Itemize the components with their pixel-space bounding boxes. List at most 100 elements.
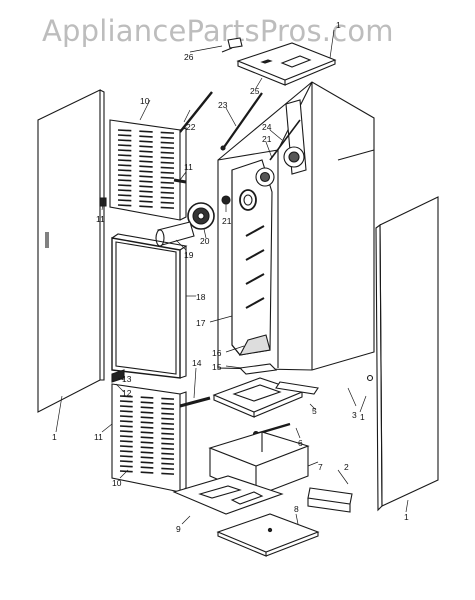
exchanger-slot (245, 225, 265, 237)
part-3-right-side-panel (375, 196, 439, 512)
callout-11-side: 11 (96, 214, 105, 224)
louver-slot (160, 191, 175, 194)
louver-slot (119, 420, 133, 423)
louver-slot (119, 460, 133, 463)
louver-slot (139, 135, 153, 138)
louver-slot (117, 149, 132, 152)
louver-slot (140, 401, 154, 404)
louver-slot (139, 130, 153, 133)
callout-1-left: 1 (52, 432, 57, 442)
callout-labels: 26 1 25 22 23 24 21 10 11 11 20 21 19 18… (52, 20, 409, 534)
louver-slot (160, 161, 175, 164)
callout-9: 9 (176, 524, 181, 534)
louver-slot (160, 206, 175, 209)
part-17-heat-exchanger (231, 159, 273, 356)
louver-slot (160, 166, 175, 169)
louver-slot (140, 396, 154, 399)
callout-8: 8 (294, 504, 299, 514)
louver-slot (119, 440, 133, 443)
callout-23: 23 (218, 100, 228, 110)
louver-slot (117, 184, 132, 187)
louver-slot (161, 412, 175, 415)
louver-slot (161, 407, 175, 410)
callout-7: 7 (318, 462, 323, 472)
part-19-burner-tube (155, 221, 195, 247)
callout-10-lower: 10 (112, 478, 122, 488)
louver-slot (139, 185, 153, 188)
callout-15: 15 (212, 362, 222, 372)
watermark: AppliancePartsPros.com (42, 14, 394, 48)
louver-slot (161, 462, 175, 465)
louver-slot (117, 179, 132, 182)
louver-slot (160, 156, 175, 159)
louver-slot (160, 176, 175, 179)
part-8-base-plate (216, 513, 320, 557)
exchanger-slot (245, 249, 265, 261)
part-24-flue-pipe (255, 99, 307, 187)
callout-14: 14 (192, 358, 202, 368)
louver-slot (140, 416, 154, 419)
louver-slot (140, 421, 154, 424)
callout-12: 12 (122, 388, 132, 398)
louver-slot (117, 204, 132, 207)
callout-3: 3 (352, 410, 357, 420)
exchanger-slot (245, 273, 265, 285)
part-10-upper-louver-panel (109, 119, 187, 221)
louver-slot (161, 447, 175, 450)
louver-slot (117, 199, 132, 202)
louver-slot (139, 190, 153, 193)
louver-slot (117, 189, 132, 192)
louver-slot (117, 174, 132, 177)
louver-slot (161, 427, 175, 430)
callout-10-upper: 10 (140, 96, 150, 106)
callout-21-upper: 21 (262, 134, 272, 144)
louver-slot (140, 456, 154, 459)
louver-slot (139, 150, 153, 153)
louver-slot (160, 186, 175, 189)
louver-slot (160, 151, 175, 154)
callout-6: 6 (298, 438, 303, 448)
louver-slot (119, 450, 133, 453)
part-26-clip (221, 37, 243, 53)
louver-slot (139, 165, 153, 168)
louver-slot (119, 445, 133, 448)
louver-slot (161, 422, 175, 425)
part-9-bottom-plate (172, 475, 284, 515)
louver-slot (161, 472, 175, 475)
louver-slot (140, 441, 154, 444)
callout-2: 2 (344, 462, 349, 472)
callout-26: 26 (184, 52, 194, 62)
louver-slot (161, 452, 175, 455)
louver-slot (161, 397, 175, 400)
louver-slot (160, 141, 175, 144)
callout-17: 17 (196, 318, 206, 328)
louver-slot (140, 406, 154, 409)
exchanger-slot (245, 297, 265, 309)
callout-1-bottom: 1 (404, 512, 409, 522)
part-10-lower-louver-panel (111, 383, 187, 493)
louver-slot (160, 181, 175, 184)
louver-slot (139, 155, 153, 158)
louver-slot (140, 436, 154, 439)
part-7-base-box (208, 431, 310, 497)
louver-slot (119, 410, 133, 413)
part-21-gasket-ring (239, 189, 257, 211)
louver-slot (161, 417, 175, 420)
louver-slot (139, 175, 153, 178)
louver-slot (160, 136, 175, 139)
part-2-bracket (307, 487, 353, 513)
callout-11-lower: 11 (94, 432, 103, 442)
louver-slot (140, 471, 154, 474)
louver-slot (117, 164, 132, 167)
louver-slot (117, 154, 132, 157)
louver-slot (117, 144, 132, 147)
louver-slot (140, 451, 154, 454)
louver-slot (117, 139, 132, 142)
louver-slot (119, 415, 133, 418)
louver-slot (139, 170, 153, 173)
louver-slot (117, 159, 132, 162)
part-25-top-cover (236, 42, 337, 86)
callout-20: 20 (200, 236, 210, 246)
louver-slot (161, 442, 175, 445)
